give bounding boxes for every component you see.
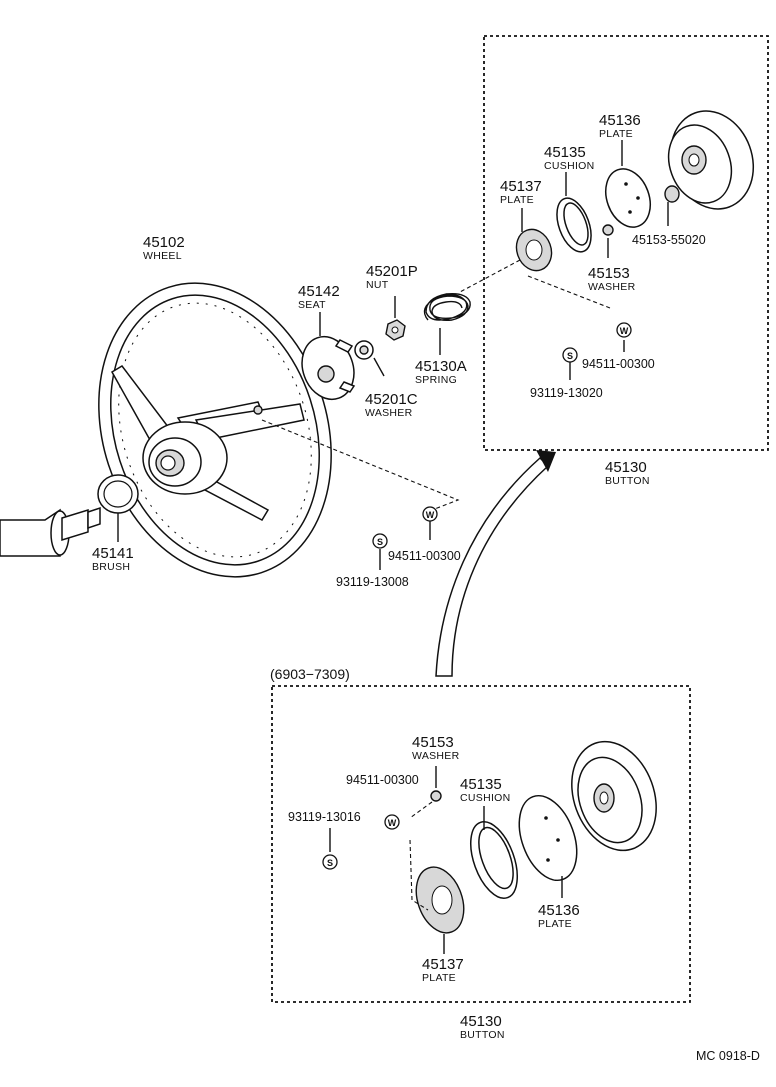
spring-number: 45130A (415, 358, 467, 375)
seat-drawing (301, 312, 356, 401)
spring-drawing (423, 292, 471, 355)
top-s-symbol (562, 347, 578, 363)
bot-washer-number: 45153 (412, 734, 454, 751)
spring-name: SPRING (415, 374, 457, 386)
top-plate-137-name: PLATE (500, 194, 534, 206)
wheel-number: 45102 (143, 234, 185, 251)
wheel-w-mark: W (426, 510, 435, 520)
brush-drawing (97, 474, 139, 542)
bottom-button-drawing (329, 740, 657, 954)
top-w-number: 94511-00300 (582, 357, 655, 371)
seat-number: 45142 (298, 283, 340, 300)
top-cushion-number: 45135 (544, 144, 586, 161)
bot-s-number: 93119-13016 (288, 810, 361, 824)
bot-button-number: 45130 (460, 1013, 502, 1030)
bot-plate-137-number: 45137 (422, 956, 464, 973)
wheel-s-symbol (372, 533, 388, 549)
top-button-name: BUTTON (605, 475, 650, 487)
wheel-w-number: 94511-00300 (388, 549, 461, 563)
top-nut-number: 45153-55020 (632, 233, 706, 247)
bot-plate-137-name: PLATE (422, 972, 456, 984)
steering-shaft-drawing (0, 506, 101, 557)
top-cushion-name: CUSHION (544, 160, 595, 172)
top-s-mark: S (567, 351, 573, 361)
brush-number: 45141 (92, 545, 134, 562)
washer-c-number: 45201C (365, 391, 418, 408)
top-s-number: 93119-13020 (530, 386, 603, 400)
bot-plate-136-number: 45136 (538, 902, 580, 919)
bot-washer-name: WASHER (412, 750, 460, 762)
bot-s-symbol (322, 854, 338, 870)
nut-and-washer-drawing (354, 296, 406, 377)
bot-cushion-number: 45135 (460, 776, 502, 793)
bot-cushion-name: CUSHION (460, 792, 511, 804)
brush-name: BRUSH (92, 561, 130, 573)
wheel-name: WHEEL (143, 250, 182, 262)
top-w-symbol (616, 322, 632, 338)
top-washer-number: 45153 (588, 265, 630, 282)
top-plate-136-name: PLATE (599, 128, 633, 140)
top-plate-136-number: 45136 (599, 112, 641, 129)
nut-number: 45201P (366, 263, 418, 280)
top-washer-name: WASHER (588, 281, 636, 293)
bottom-range: (6903−7309) (270, 666, 350, 682)
wheel-w-symbol (422, 506, 438, 522)
nut-name: NUT (366, 279, 389, 291)
bot-plate-136-name: PLATE (538, 918, 572, 930)
bot-w-symbol (384, 814, 400, 830)
seat-name: SEAT (298, 299, 326, 311)
top-button-drawing (459, 110, 755, 380)
bot-s-mark: S (327, 858, 333, 868)
washer-c-name: WASHER (365, 407, 413, 419)
diagram-code: MC 0918-D (696, 1049, 760, 1063)
wheel-s-number: 93119-13008 (336, 575, 409, 589)
top-button-number: 45130 (605, 459, 647, 476)
wheel-s-mark: S (377, 537, 383, 547)
steering-wheel-drawing (98, 282, 332, 578)
top-w-mark: W (620, 326, 629, 336)
connector-arrow (435, 450, 556, 677)
bot-w-number: 94511-00300 (346, 773, 419, 787)
bot-w-mark: W (388, 818, 397, 828)
bot-button-name: BUTTON (460, 1029, 505, 1041)
top-plate-137-number: 45137 (500, 178, 542, 195)
